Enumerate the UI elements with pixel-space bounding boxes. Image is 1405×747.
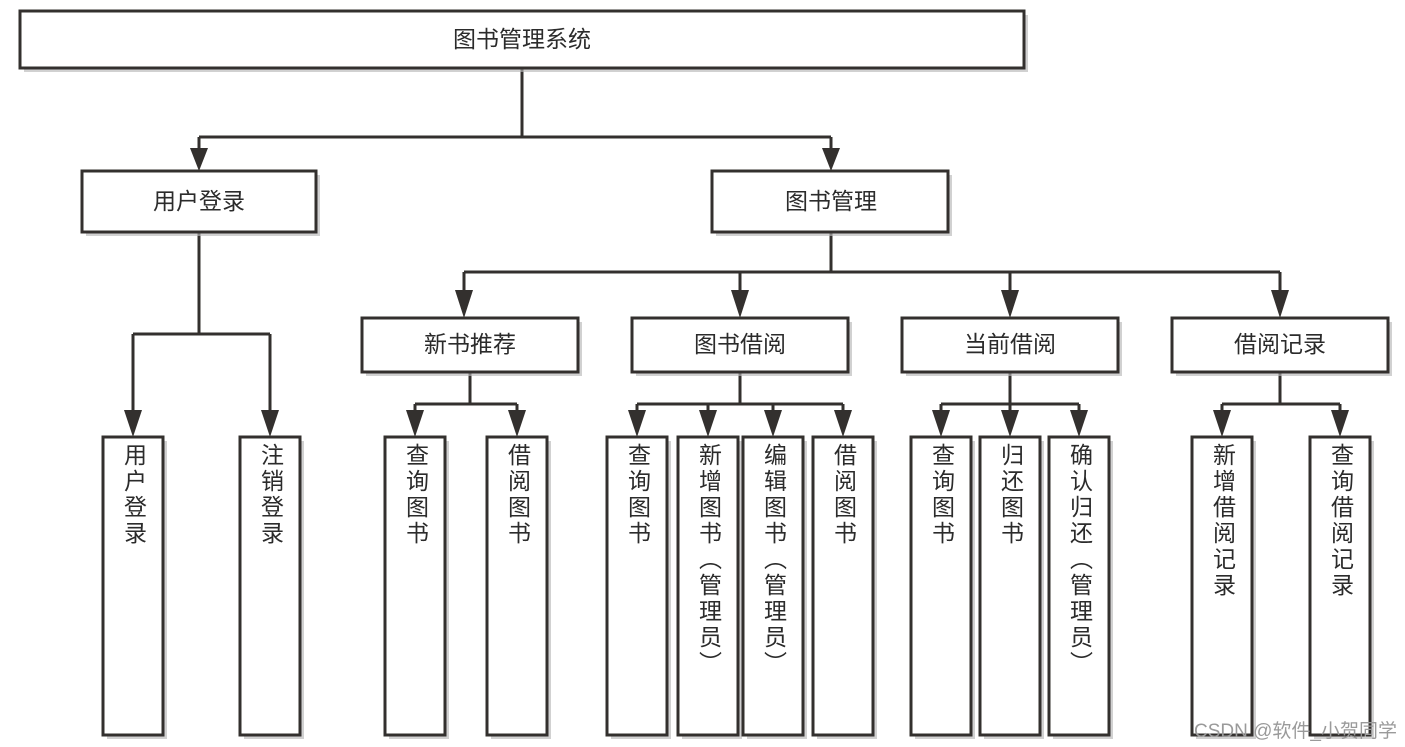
leaf-borrow-record-1-label: 新增借阅记录 <box>1209 443 1236 599</box>
leaf-label-box-book-borrow-2[interactable]: 新增图书（管理员） <box>678 437 738 735</box>
leaf-book-borrow-4[interactable] <box>811 435 875 737</box>
leaf-new-book-1[interactable] <box>383 435 447 737</box>
leaf-current-borrow-1[interactable] <box>909 435 973 737</box>
arrow-book-borrow-leaf-3 <box>764 410 782 437</box>
arrow-new-book-leaf-1 <box>406 410 424 437</box>
node-borrow-record-label: 借阅记录 <box>1234 331 1326 357</box>
connectors-layer <box>124 68 1349 437</box>
node-user-login[interactable] <box>80 169 318 234</box>
node-new-book-label: 新书推荐 <box>424 331 516 357</box>
leaf-user-login-2[interactable] <box>238 435 302 737</box>
leaf-borrow-record-2[interactable] <box>1308 435 1372 737</box>
leaf-book-borrow-3-label: 编辑图书（管理员） <box>760 443 787 677</box>
leaf-borrow-record-1[interactable] <box>1190 435 1254 737</box>
leaf-user-login-1-label: 用户登录 <box>120 443 147 547</box>
node-book-borrow[interactable] <box>630 316 850 374</box>
arrow-current-borrow-leaf-3 <box>1070 410 1088 437</box>
leaf-new-book-2[interactable] <box>485 435 549 737</box>
node-borrow-record[interactable] <box>1170 316 1390 374</box>
leaf-book-borrow-1[interactable] <box>605 435 669 737</box>
leaf-label-box-current-borrow-2[interactable]: 归还图书 <box>980 437 1040 735</box>
leaf-current-borrow-2-label: 归还图书 <box>997 443 1024 547</box>
node-root[interactable] <box>18 9 1026 70</box>
leaf-label-box-user-login-1[interactable]: 用户登录 <box>103 437 163 735</box>
leaf-user-login-2-label: 注销登录 <box>257 443 284 547</box>
node-current-borrow-label: 当前借阅 <box>964 331 1056 357</box>
arrow-book-mgmt-to-new-book <box>455 290 473 318</box>
arrow-book-mgmt-to-borrow-record <box>1271 290 1289 318</box>
leaf-borrow-record-2-label: 查询借阅记录 <box>1327 443 1354 599</box>
leaf-label-box-user-login-2[interactable]: 注销登录 <box>240 437 300 735</box>
leaf-label-box-book-borrow-3[interactable]: 编辑图书（管理员） <box>743 437 803 735</box>
arrow-book-borrow-leaf-2 <box>699 410 717 437</box>
arrow-book-mgmt-to-book-borrow <box>731 290 749 318</box>
node-book-mgmt[interactable] <box>710 169 950 234</box>
leaf-label-box-new-book-1[interactable]: 查询图书 <box>385 437 445 735</box>
node-book-mgmt-label: 图书管理 <box>785 188 877 214</box>
watermark-text: CSDN @软件_小贺同学 <box>1194 721 1397 742</box>
nodes-layer: 图书管理系统 用户登录 图书管理 新书推荐 图书借阅 当前借阅 <box>18 9 1392 739</box>
leaf-label-box-new-book-2[interactable]: 借阅图书 <box>487 437 547 735</box>
leaf-new-book-1-label: 查询图书 <box>402 443 429 547</box>
leaf-current-borrow-3[interactable] <box>1047 435 1111 737</box>
leaf-label-box-current-borrow-3[interactable]: 确认归还（管理员） <box>1049 437 1109 735</box>
leaf-current-borrow-1-label: 查询图书 <box>928 443 955 547</box>
arrow-root-to-user-login <box>190 148 208 171</box>
leaf-current-borrow-2[interactable] <box>978 435 1042 737</box>
leaf-label-box-book-borrow-1[interactable]: 查询图书 <box>607 437 667 735</box>
leaf-user-login-1[interactable] <box>101 435 165 737</box>
arrow-current-borrow-leaf-1 <box>932 410 950 437</box>
node-current-borrow[interactable] <box>900 316 1120 374</box>
leaf-label-box-current-borrow-1[interactable]: 查询图书 <box>911 437 971 735</box>
leaf-book-borrow-2[interactable] <box>676 435 740 737</box>
leaf-label-box-borrow-record-1[interactable]: 新增借阅记录 <box>1192 437 1252 735</box>
arrow-book-borrow-leaf-1 <box>628 410 646 437</box>
arrow-borrow-record-leaf-1 <box>1213 410 1231 437</box>
arrow-root-to-book-mgmt <box>822 148 840 171</box>
leaf-new-book-2-label: 借阅图书 <box>504 443 531 547</box>
node-user-login-label: 用户登录 <box>153 188 245 214</box>
arrow-book-borrow-leaf-4 <box>834 410 852 437</box>
arrow-user-login-leaf-2 <box>261 410 279 437</box>
arrow-current-borrow-leaf-2 <box>1001 410 1019 437</box>
node-root-label: 图书管理系统 <box>453 26 591 52</box>
arrow-borrow-record-leaf-2 <box>1331 410 1349 437</box>
leaf-book-borrow-3[interactable] <box>741 435 805 737</box>
leaf-label-box-borrow-record-2[interactable]: 查询借阅记录 <box>1310 437 1370 735</box>
node-new-book-recommend[interactable] <box>360 316 580 374</box>
arrow-user-login-leaf-1 <box>124 410 142 437</box>
leaf-book-borrow-1-label: 查询图书 <box>624 443 651 547</box>
leaf-book-borrow-2-label: 新增图书（管理员） <box>695 443 722 677</box>
arrow-book-mgmt-to-current-borrow <box>1001 290 1019 318</box>
node-book-borrow-label: 图书借阅 <box>694 331 786 357</box>
leaf-book-borrow-4-label: 借阅图书 <box>830 443 857 547</box>
arrow-new-book-leaf-2 <box>508 410 526 437</box>
leaf-label-box-book-borrow-4[interactable]: 借阅图书 <box>813 437 873 735</box>
leaf-current-borrow-3-label: 确认归还（管理员） <box>1066 443 1093 677</box>
